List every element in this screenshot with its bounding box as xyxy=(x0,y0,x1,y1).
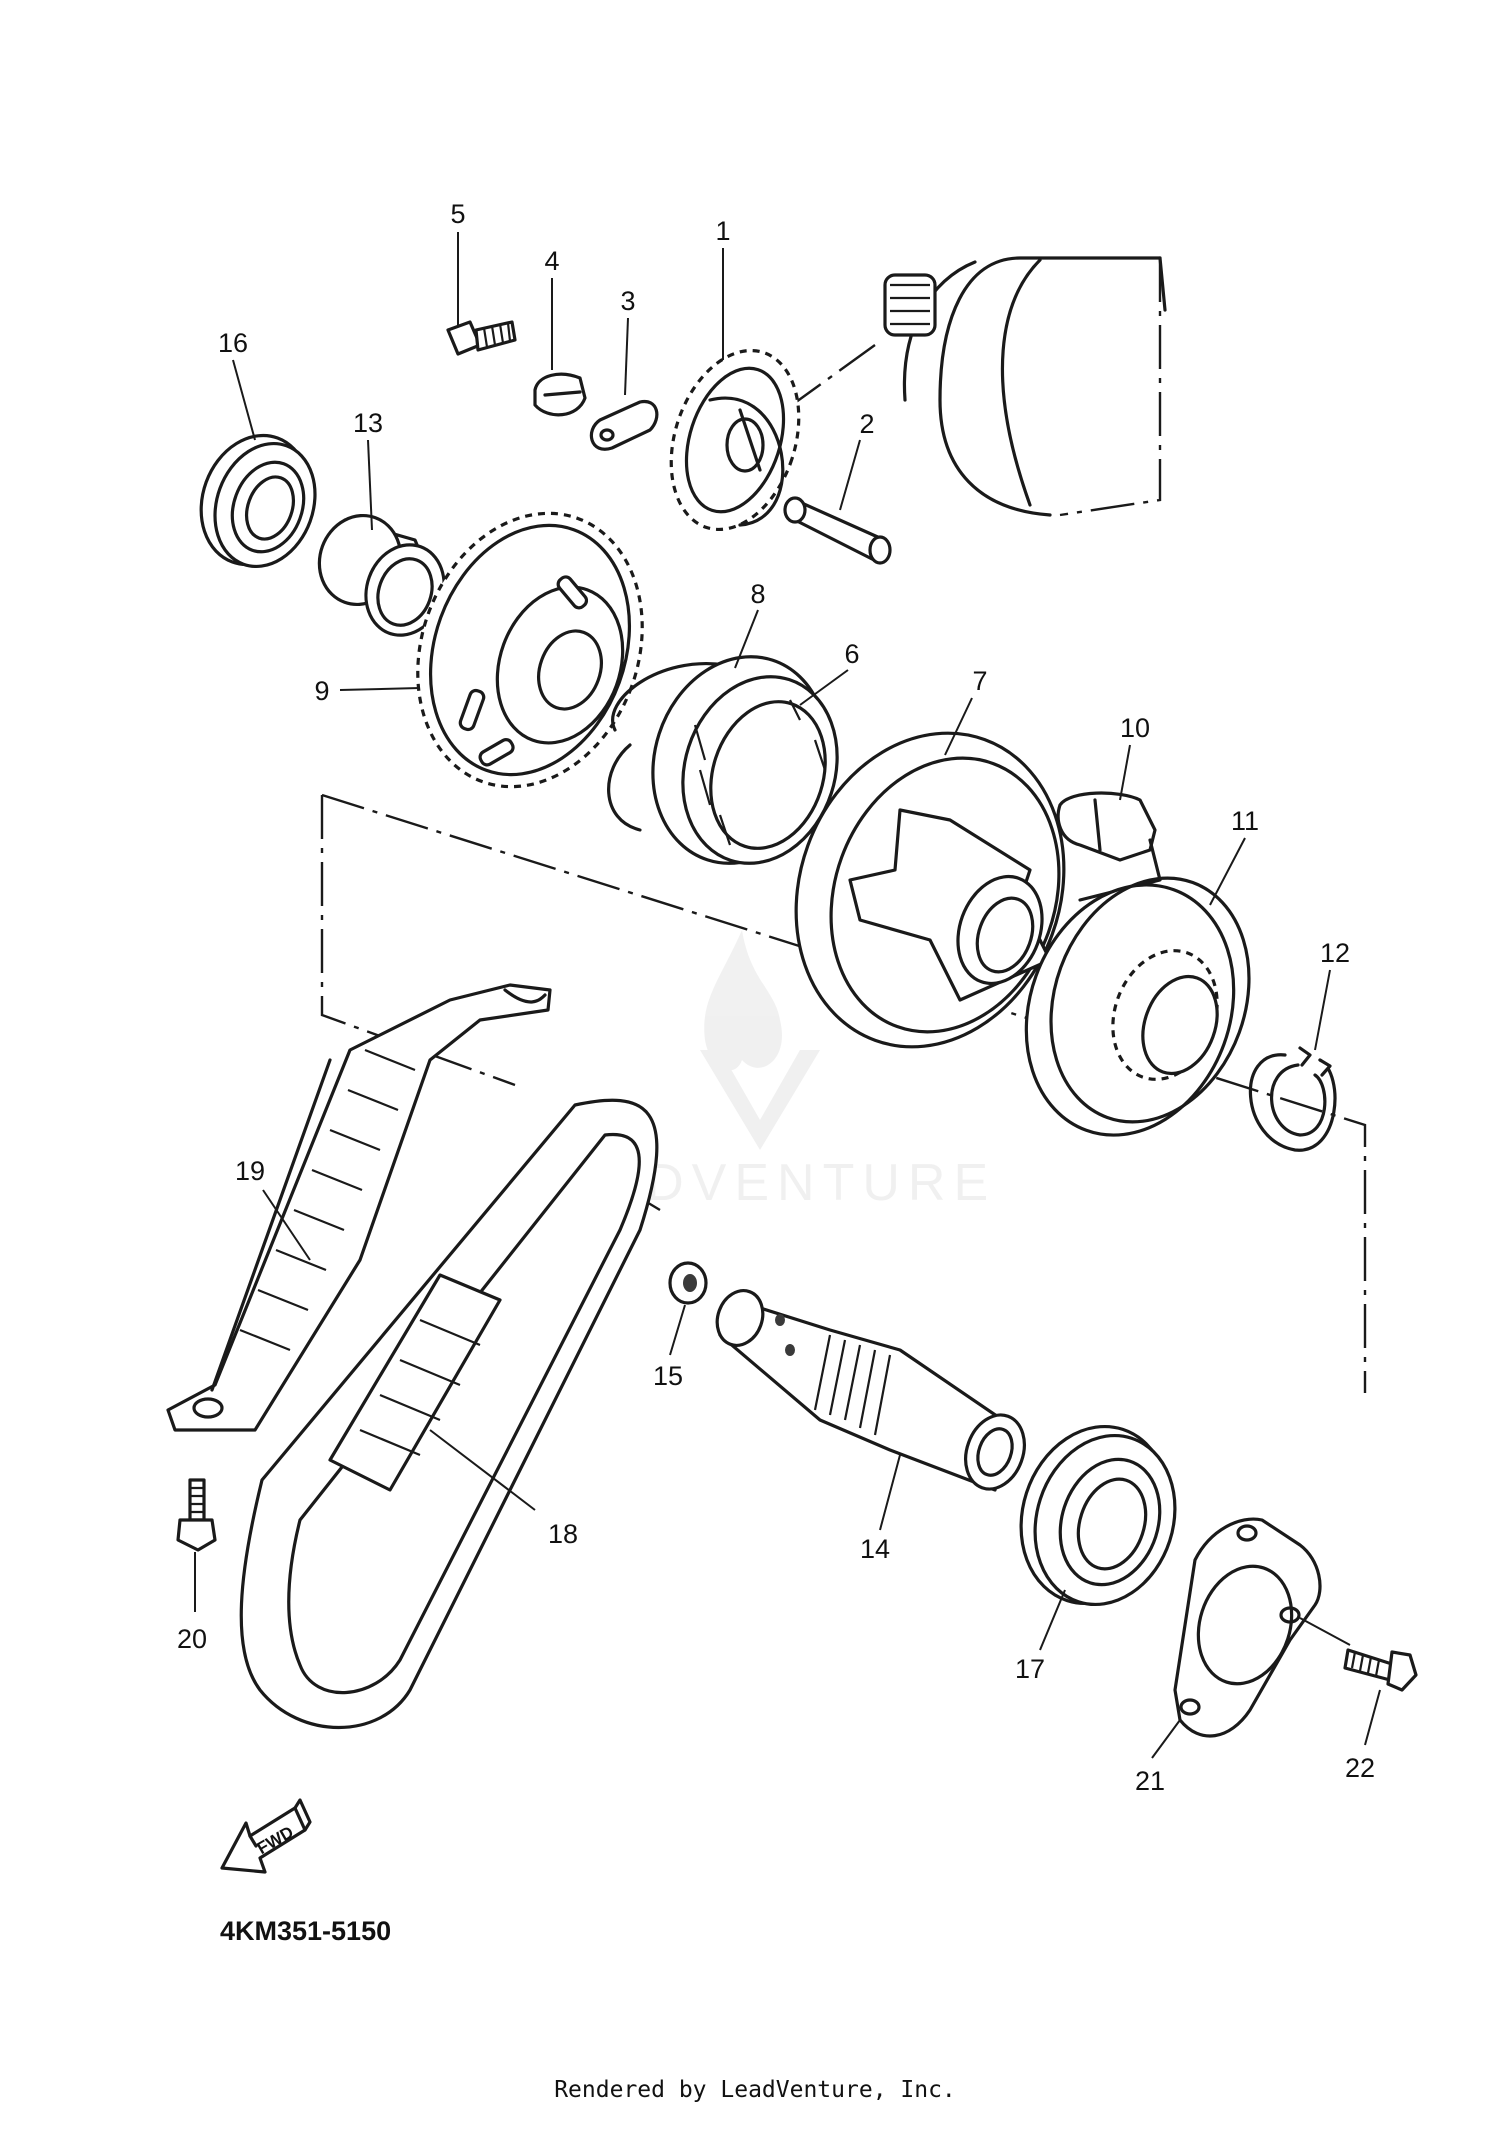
part-19-chain-guide xyxy=(166,983,552,1432)
leader-lines xyxy=(194,232,1381,1759)
callout-labels: 1 2 3 4 5 6 7 8 9 10 11 12 13 14 15 16 1… xyxy=(177,199,1375,1796)
part-5-bolt xyxy=(446,320,517,356)
label-part-9: 9 xyxy=(314,676,329,706)
part-12-circlip xyxy=(1248,1046,1337,1152)
label-part-15: 15 xyxy=(653,1361,683,1391)
label-part-12: 12 xyxy=(1320,938,1350,968)
label-part-22: 22 xyxy=(1345,1753,1375,1783)
render-credit: Rendered by LeadVenture, Inc. xyxy=(554,2077,956,2103)
label-part-8: 8 xyxy=(750,579,765,609)
part-15-washer xyxy=(668,1261,708,1305)
label-part-5: 5 xyxy=(450,199,465,229)
part-7-clutch-housing xyxy=(794,731,1066,1049)
label-part-18: 18 xyxy=(548,1519,578,1549)
label-part-2: 2 xyxy=(859,409,874,439)
part-1-idler-gear xyxy=(669,348,801,532)
part-6-one-way-clutch xyxy=(651,655,839,865)
label-part-1: 1 xyxy=(715,216,730,246)
label-part-7: 7 xyxy=(972,666,987,696)
part-16-bearing xyxy=(199,433,317,569)
part-8-clip xyxy=(607,662,727,832)
starter-motor xyxy=(883,256,1167,517)
label-part-14: 14 xyxy=(860,1534,890,1564)
label-part-19: 19 xyxy=(235,1156,265,1186)
label-part-17: 17 xyxy=(1015,1654,1045,1684)
label-part-21: 21 xyxy=(1135,1766,1165,1796)
part-13-sleeve xyxy=(317,513,446,637)
label-part-20: 20 xyxy=(177,1624,207,1654)
part-2-shaft xyxy=(783,496,892,565)
part-9-starter-gear xyxy=(416,511,644,789)
part-22-bolt xyxy=(1343,1648,1418,1692)
diagram-code: 4KM351-5150 xyxy=(220,1916,391,1946)
label-part-13: 13 xyxy=(353,408,383,438)
label-part-16: 16 xyxy=(218,328,248,358)
label-part-4: 4 xyxy=(544,246,559,276)
part-18-cam-chain xyxy=(239,1098,659,1729)
part-17-bearing xyxy=(1019,1424,1177,1607)
forward-arrow-icon: FWD xyxy=(220,1798,312,1874)
part-21-bearing-plate xyxy=(1173,1517,1322,1738)
part-14-starter-shaft xyxy=(715,1289,1026,1492)
part-11-starter-drum xyxy=(1024,876,1251,1137)
label-part-6: 6 xyxy=(844,639,859,669)
part-3-plate xyxy=(589,399,659,451)
label-part-3: 3 xyxy=(620,286,635,316)
part-4-clamp xyxy=(533,372,587,417)
label-part-11: 11 xyxy=(1231,806,1259,836)
label-part-10: 10 xyxy=(1120,713,1150,743)
part-20-bolt xyxy=(176,1478,217,1552)
